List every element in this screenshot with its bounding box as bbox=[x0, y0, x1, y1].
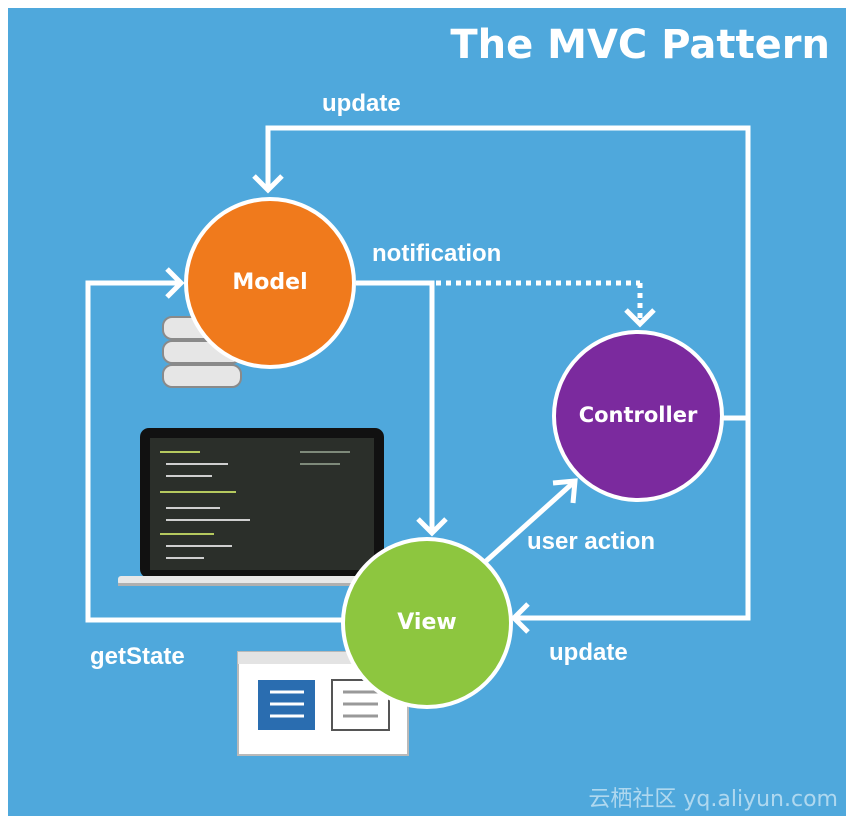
document-window-icon bbox=[237, 651, 409, 756]
diagram-title: The MVC Pattern bbox=[450, 22, 830, 68]
laptop-icon bbox=[118, 428, 412, 586]
model-label: Model bbox=[232, 270, 307, 295]
update-arrow-bottom bbox=[510, 418, 751, 634]
user-action-arrow bbox=[483, 478, 578, 564]
controller-node: Controller bbox=[552, 330, 724, 502]
database-icon bbox=[162, 316, 242, 388]
getstate-label: getState bbox=[90, 643, 185, 670]
update-bottom-label: update bbox=[549, 639, 628, 666]
user-action-label: user action bbox=[527, 528, 655, 555]
watermark: 云栖社区 yq.aliyun.com bbox=[588, 787, 838, 812]
controller-label: Controller bbox=[579, 403, 698, 427]
update-arrow-top bbox=[252, 125, 751, 421]
notification-arrow bbox=[436, 280, 656, 328]
view-node: View bbox=[341, 537, 513, 709]
model-node: Model bbox=[184, 197, 356, 369]
view-label: View bbox=[397, 610, 456, 635]
model-to-view-arrow bbox=[356, 280, 448, 537]
getstate-arrow bbox=[85, 267, 346, 623]
update-top-label: update bbox=[322, 90, 401, 117]
notification-label: notification bbox=[372, 240, 501, 267]
